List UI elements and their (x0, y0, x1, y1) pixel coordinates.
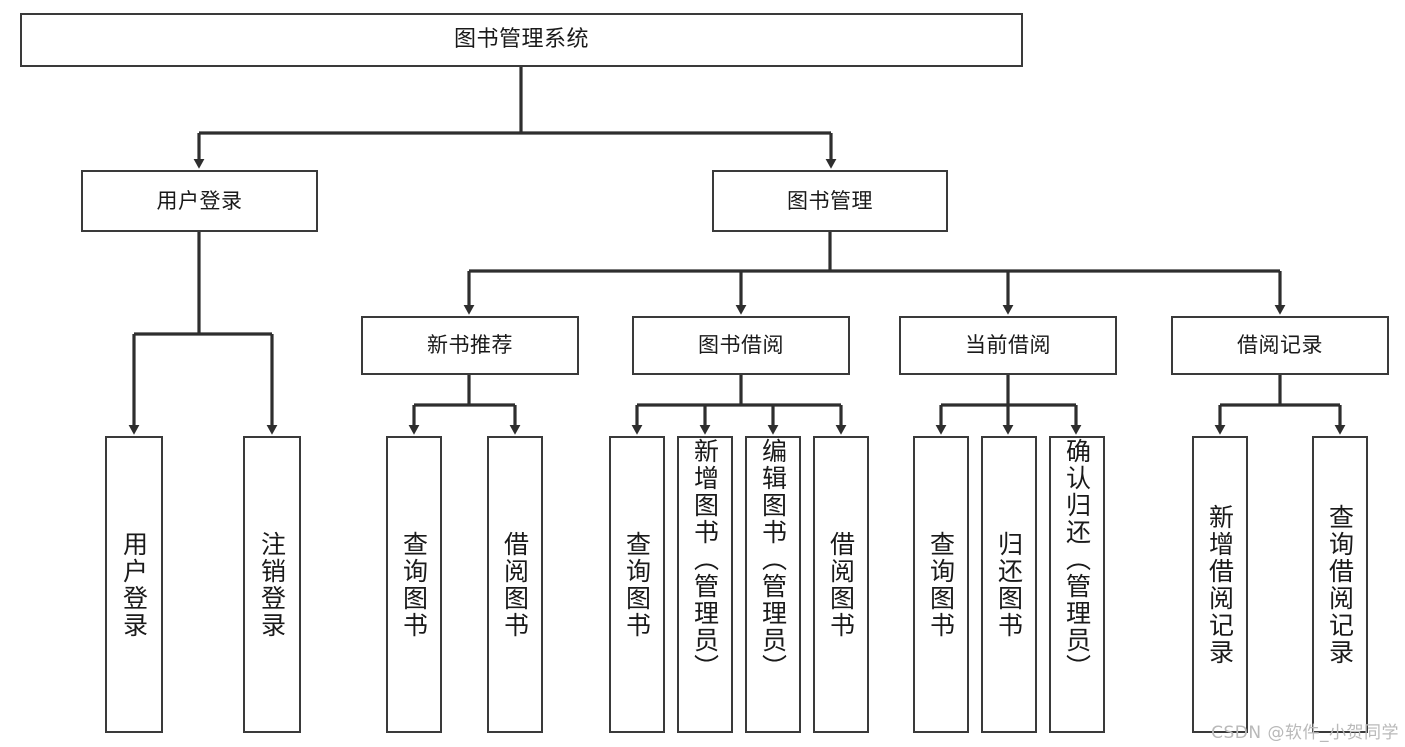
node-book-borrow[interactable]: 图书借阅 (632, 316, 850, 375)
leaf-book-borrow-query[interactable]: 查询图书 (609, 436, 665, 733)
node-label: 新增图书（管理员） (690, 438, 720, 681)
node-label: 图书借阅 (698, 333, 784, 358)
leaf-current-borrow-return[interactable]: 归还图书 (981, 436, 1037, 733)
leaf-book-borrow-add[interactable]: 新增图书（管理员） (677, 436, 733, 733)
leaf-book-borrow-edit[interactable]: 编辑图书（管理员） (745, 436, 801, 733)
leaf-current-borrow-query[interactable]: 查询图书 (913, 436, 969, 733)
node-label: 查询图书 (399, 530, 429, 639)
node-new-book-recommend[interactable]: 新书推荐 (361, 316, 579, 375)
leaf-user-login-login[interactable]: 用户登录 (105, 436, 163, 733)
node-label: 编辑图书（管理员） (758, 438, 788, 681)
node-label: 用户登录 (156, 188, 243, 213)
node-label: 查询图书 (622, 530, 652, 639)
node-label: 查询借阅记录 (1325, 503, 1355, 666)
node-label: 当前借阅 (965, 333, 1051, 358)
node-label: 图书管理系统 (453, 27, 589, 53)
leaf-borrow-records-add[interactable]: 新增借阅记录 (1192, 436, 1248, 733)
leaf-new-books-borrow[interactable]: 借阅图书 (487, 436, 543, 733)
node-label: 新书推荐 (427, 333, 513, 358)
leaf-book-borrow-borrow[interactable]: 借阅图书 (813, 436, 869, 733)
node-label: 用户登录 (119, 530, 149, 639)
node-book-management[interactable]: 图书管理 (712, 170, 948, 232)
node-user-login[interactable]: 用户登录 (81, 170, 318, 232)
leaf-borrow-records-query[interactable]: 查询借阅记录 (1312, 436, 1368, 733)
node-label: 借阅图书 (826, 530, 856, 639)
node-root-system[interactable]: 图书管理系统 (20, 13, 1023, 67)
node-label: 注销登录 (257, 530, 287, 639)
node-label: 查询图书 (926, 530, 956, 639)
node-borrow-records[interactable]: 借阅记录 (1171, 316, 1389, 375)
node-label: 归还图书 (994, 530, 1024, 639)
node-label: 借阅记录 (1237, 333, 1323, 358)
leaf-new-books-query[interactable]: 查询图书 (386, 436, 442, 733)
node-label: 确认归还（管理员） (1062, 438, 1092, 681)
leaf-current-borrow-confirm-return[interactable]: 确认归还（管理员） (1049, 436, 1105, 733)
node-current-borrow[interactable]: 当前借阅 (899, 316, 1117, 375)
node-label: 借阅图书 (500, 530, 530, 639)
leaf-user-login-logout[interactable]: 注销登录 (243, 436, 301, 733)
node-label: 新增借阅记录 (1205, 503, 1235, 666)
csdn-watermark: CSDN @软件_小贺同学 (1211, 723, 1399, 743)
node-label: 图书管理 (787, 188, 873, 213)
